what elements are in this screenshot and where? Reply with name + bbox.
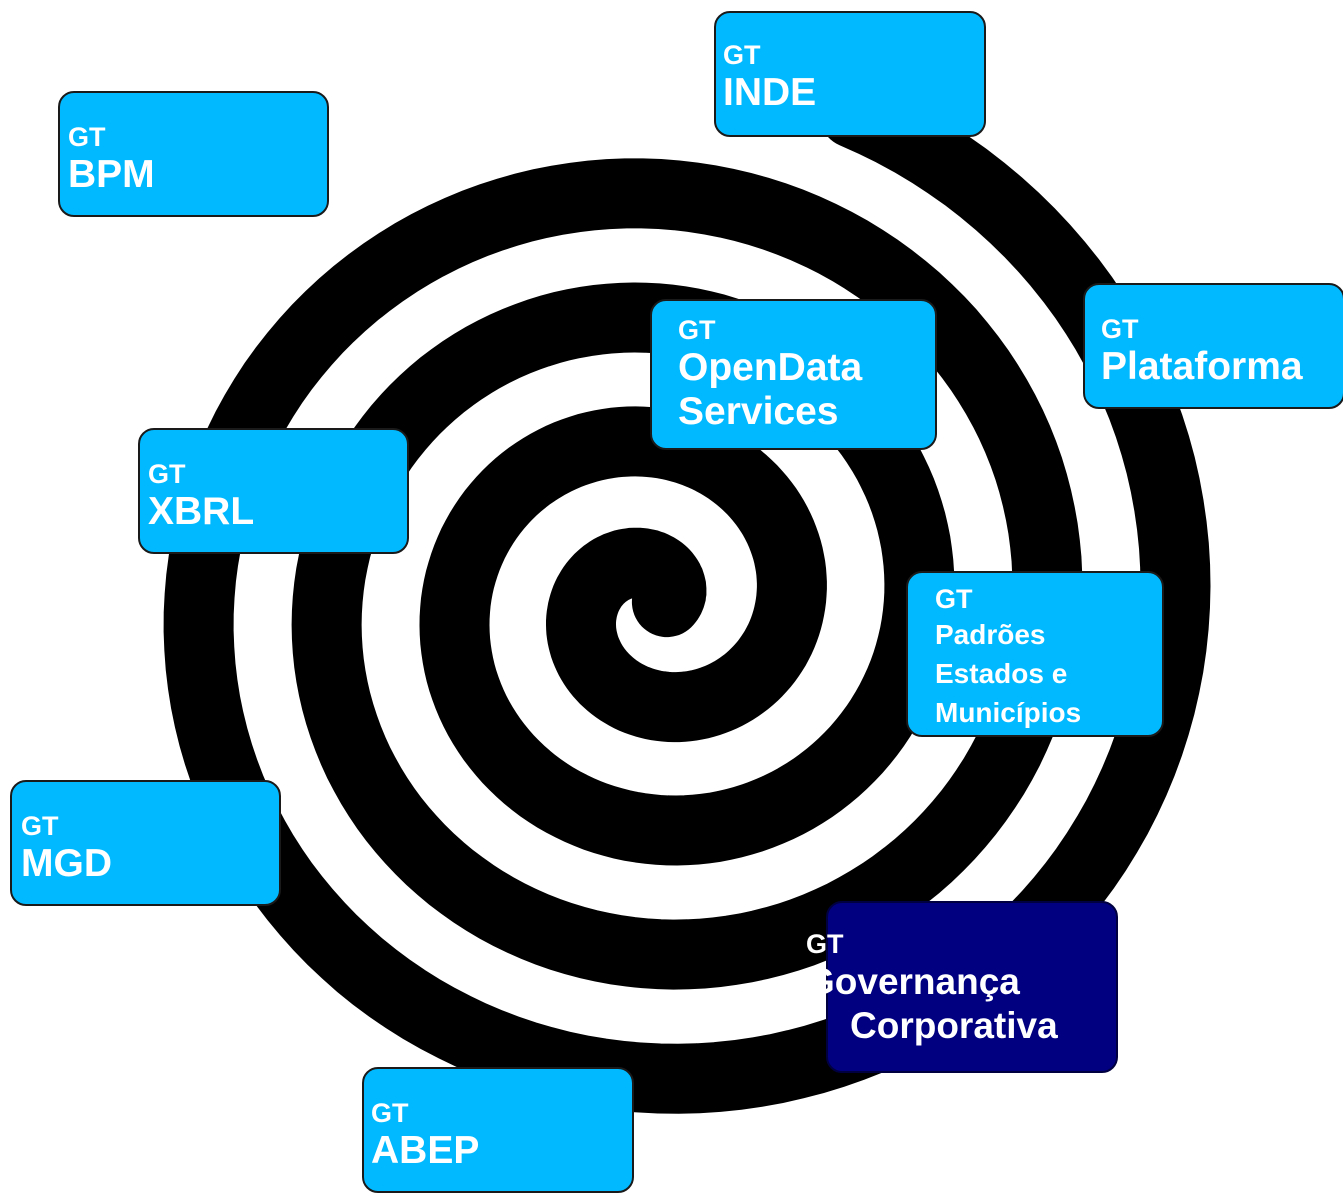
gt-governanca-corporativa-box[interactable] [826,901,1118,1073]
gt-opendata-services-box[interactable]: GT OpenData Services [650,299,937,450]
gt-xbrl-box[interactable]: GT XBRL [138,428,409,554]
gt-inde-label: INDE [723,71,817,114]
gt-abep-prefix: GT [371,1098,409,1128]
gt-padroes-label-line2: Estados e [935,658,1068,689]
gt-bpm-box[interactable]: GT BPM [58,91,329,217]
gt-padroes-box[interactable]: GT Padrões Estados e Municípios [906,571,1164,737]
gt-plataforma-label: Plataforma [1101,345,1303,388]
gt-opendata-label-line2: Services [678,390,839,433]
gt-inde-prefix: GT [723,40,761,70]
gt-abep-box[interactable]: GT ABEP [362,1067,634,1193]
gt-abep-label: ABEP [371,1129,480,1172]
gt-governanca-label-line1: Governança [806,961,1020,1002]
gt-opendata-prefix: GT [678,315,716,345]
gt-bpm-prefix: GT [68,122,106,152]
gt-plataforma-box[interactable]: GT Plataforma [1083,283,1343,409]
gt-inde-box[interactable]: GT INDE [714,11,986,137]
gt-mgd-box[interactable]: GT MGD [10,780,281,906]
gt-padroes-prefix: GT [935,584,973,614]
gt-mgd-label: MGD [21,842,112,885]
gt-padroes-label-line1: Padrões [935,619,1046,650]
gt-governanca-text: GT Governança Corporativa [806,928,1058,1048]
gt-mgd-prefix: GT [21,811,59,841]
gt-governanca-prefix: GT [806,929,844,959]
gt-governanca-label-line2: Corporativa [850,1005,1058,1046]
gt-padroes-label-line3: Municípios [935,697,1082,728]
gt-bpm-label: BPM [68,153,155,196]
gt-xbrl-prefix: GT [148,459,186,489]
gt-plataforma-prefix: GT [1101,314,1139,344]
gt-opendata-label-line1: OpenData [678,346,863,389]
gt-xbrl-label: XBRL [148,490,255,533]
